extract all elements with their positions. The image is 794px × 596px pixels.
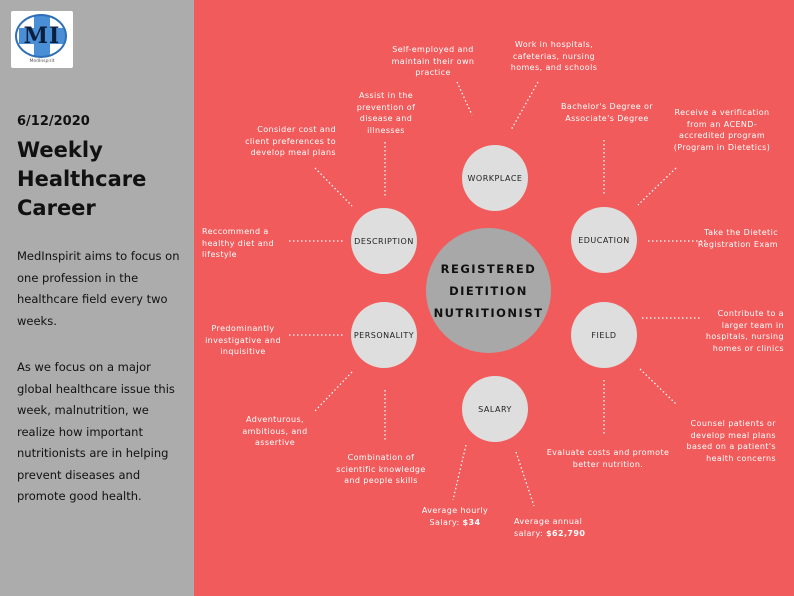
exam-note: Take the Dietetic Registration Exam — [697, 228, 778, 249]
center-line-2: DIETITION — [449, 283, 528, 298]
page-title: Weekly Healthcare Career — [17, 138, 147, 220]
counsel-note: Counsel patients or develop meal plans b… — [686, 419, 776, 463]
personality-label: PERSONALITY — [353, 330, 415, 340]
body-paragraph: As we focus on a major global healthcare… — [17, 360, 175, 503]
description-label: DESCRIPTION — [354, 236, 414, 246]
education-label: EDUCATION — [578, 235, 630, 245]
assist-note: Assist in the prevention of disease and … — [356, 91, 416, 135]
hourly-salary-value: $34 — [462, 517, 481, 527]
personality-node: PERSONALITY — [351, 302, 417, 368]
recommend-note: Reccommend a healthy diet and lifestyle — [202, 227, 274, 259]
center-line-3: NUTRITIONIST — [433, 305, 544, 320]
hourly-salary-note: Average hourly Salary: $34 — [410, 505, 500, 528]
logo-ring — [15, 14, 67, 58]
logo-caption: MedInspirit — [29, 59, 55, 64]
field-node: FIELD — [571, 302, 637, 368]
annual-salary-text: Average annual salary: — [514, 517, 583, 538]
workplace-label: WORKPLACE — [467, 173, 523, 183]
verification-note: Receive a verification from an ACEND-acc… — [673, 108, 771, 152]
combination-note: Combination of scientific knowledge and … — [336, 453, 426, 485]
logo-mark: MI — [23, 23, 61, 49]
center-line-1: REGISTERED — [440, 261, 537, 276]
education-node: EDUCATION — [571, 207, 637, 273]
sidebar-panel: MI MedInspirit 6/12/2020 Weekly Healthca… — [0, 0, 194, 596]
predominantly-note: Predominantly investigative and inquisit… — [205, 324, 281, 356]
medinspirit-logo: MI MedInspirit — [11, 11, 73, 68]
salary-label: SALARY — [478, 404, 512, 414]
hourly-salary-text: Average hourly Salary: — [421, 506, 489, 527]
degree-note: Bachelor's Degree or Associate's Degree — [561, 102, 653, 123]
work-in-note: Work in hospitals, cafeterias, nursing h… — [510, 40, 598, 72]
salary-node: SALARY — [462, 376, 528, 442]
evaluate-note: Evaluate costs and promote better nutrit… — [546, 448, 670, 469]
issue-date: 6/12/2020 — [17, 114, 90, 129]
annual-salary-note: Average annual salary: $62,790 — [514, 516, 608, 539]
annual-salary-value: $62,790 — [546, 528, 586, 538]
contribute-note: Contribute to a larger team in hospitals… — [705, 309, 784, 353]
self-employed-note: Self-employed and maintain their own pra… — [391, 45, 475, 77]
center-circle: REGISTERED DIETITION NUTRITIONIST — [426, 228, 551, 353]
consider-note: Consider cost and client preferences to … — [245, 125, 336, 157]
workplace-node: WORKPLACE — [462, 145, 528, 211]
field-label: FIELD — [591, 330, 617, 340]
intro-paragraph: MedInspirit aims to focus on one profess… — [17, 249, 180, 328]
description-node: DESCRIPTION — [351, 208, 417, 274]
adventurous-note: Adventurous, ambitious, and assertive — [242, 415, 308, 447]
